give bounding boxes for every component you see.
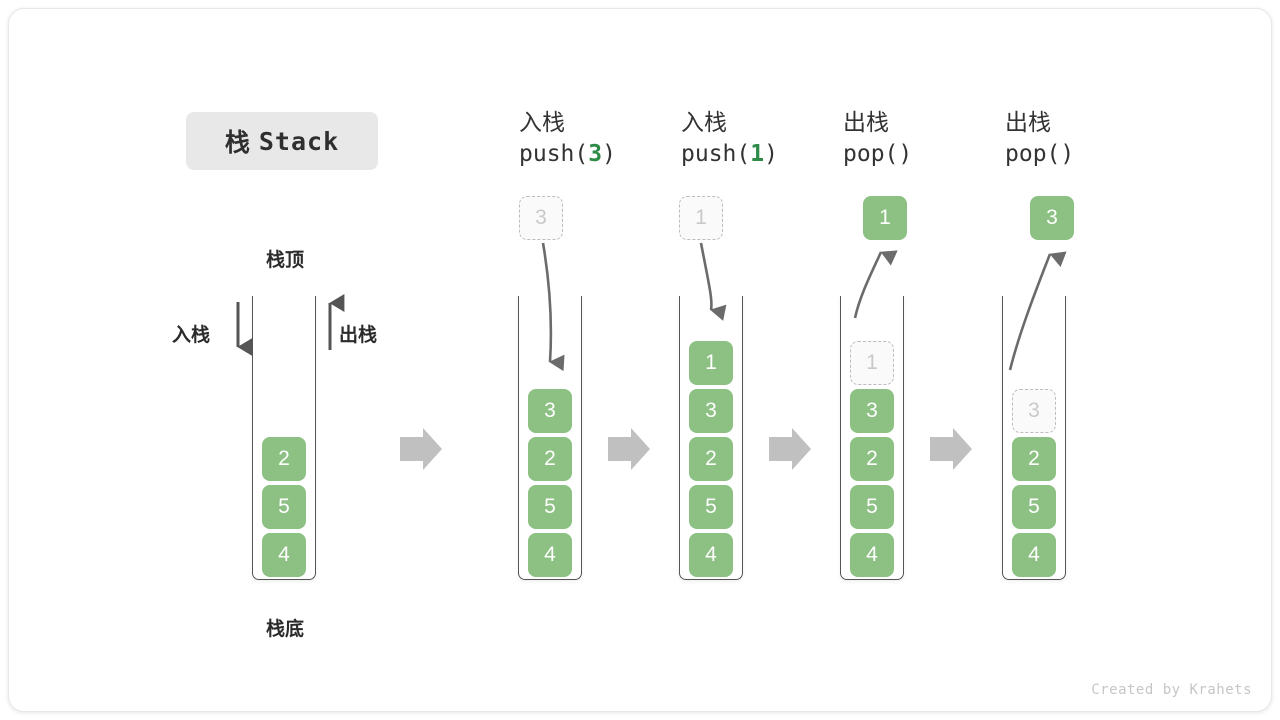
header-code-prefix: pop( [1005,141,1061,167]
stack-cell-removed: 3 [1012,389,1056,433]
stack-cell: 3 [689,389,733,433]
push-side-label: 入栈 [172,325,211,346]
stack-cells: 4 5 2 3 1 [840,341,904,577]
stack-column-initial: 4 5 2 [252,296,316,580]
column-header-pop-3: 出栈 pop() [1005,107,1185,171]
stack-cell: 2 [689,437,733,481]
stack-cell: 2 [850,437,894,481]
header-code-prefix: push( [519,141,589,167]
stack-cell: 2 [262,437,306,481]
floating-element-push-1: 1 [679,196,723,240]
stack-bottom-label: 栈底 [265,619,304,640]
header-code-prefix: push( [681,141,751,167]
stack-cells: 4 5 2 [252,437,316,577]
stack-container [840,296,904,580]
stack-cells: 4 5 2 3 1 [679,341,743,577]
title-cn: 栈 [224,129,251,157]
stack-column-pop-3: 4 5 2 3 [1002,296,1066,580]
stack-cell-removed: 1 [850,341,894,385]
stack-column-push-3: 4 5 2 3 [518,296,582,580]
header-code-arg: 1 [750,141,765,167]
stack-cell: 4 [850,533,894,577]
stack-cell: 4 [262,533,306,577]
stack-cell: 2 [1012,437,1056,481]
stack-cell: 3 [528,389,572,433]
stack-cell: 5 [1012,485,1056,529]
header-code: pop() [843,137,1023,171]
header-code-suffix: ) [898,141,913,167]
header-code-prefix: pop( [843,141,899,167]
header-code-suffix: ) [602,141,616,167]
header-cn: 出栈 [843,109,889,135]
header-code-arg: 3 [588,141,603,167]
column-header-push-3: 入栈 push(3) [519,107,699,171]
stack-cell: 3 [850,389,894,433]
floating-element-pop-3: 3 [1030,196,1074,240]
title-en: Stack [258,126,340,156]
stack-container [679,296,743,580]
pop-side-label: 出栈 [339,325,378,346]
stack-container [252,296,316,580]
stack-column-pop-1: 4 5 2 3 1 [840,296,904,580]
stack-cell: 4 [689,533,733,577]
credit-text: Created by Krahets [1091,682,1252,698]
header-code: push(1) [681,137,861,171]
floating-element-push-3: 3 [519,196,563,240]
header-code-suffix: ) [1060,141,1075,167]
stack-cells: 4 5 2 3 [1002,389,1066,577]
stack-cell: 5 [528,485,572,529]
stack-cell: 5 [262,485,306,529]
stack-cell: 2 [528,437,572,481]
stack-cell: 5 [689,485,733,529]
header-cn: 入栈 [681,109,727,135]
stack-cell: 4 [1012,533,1056,577]
header-code: pop() [1005,137,1185,171]
header-code: push(3) [519,137,699,171]
column-header-push-1: 入栈 push(1) [681,107,861,171]
stack-column-push-1: 4 5 2 3 1 [679,296,743,580]
stack-cell: 1 [689,341,733,385]
stack-cells: 4 5 2 3 [518,389,582,577]
stack-cell: 5 [850,485,894,529]
header-code-suffix: ) [764,141,778,167]
stack-container [518,296,582,580]
header-cn: 出栈 [1005,109,1051,135]
column-header-pop-1: 出栈 pop() [843,107,1023,171]
floating-element-pop-1: 1 [863,196,907,240]
header-cn: 入栈 [519,109,565,135]
stack-cell: 4 [528,533,572,577]
stack-container [1002,296,1066,580]
diagram-title: 栈 Stack [186,112,378,170]
stack-top-label: 栈顶 [265,250,304,271]
